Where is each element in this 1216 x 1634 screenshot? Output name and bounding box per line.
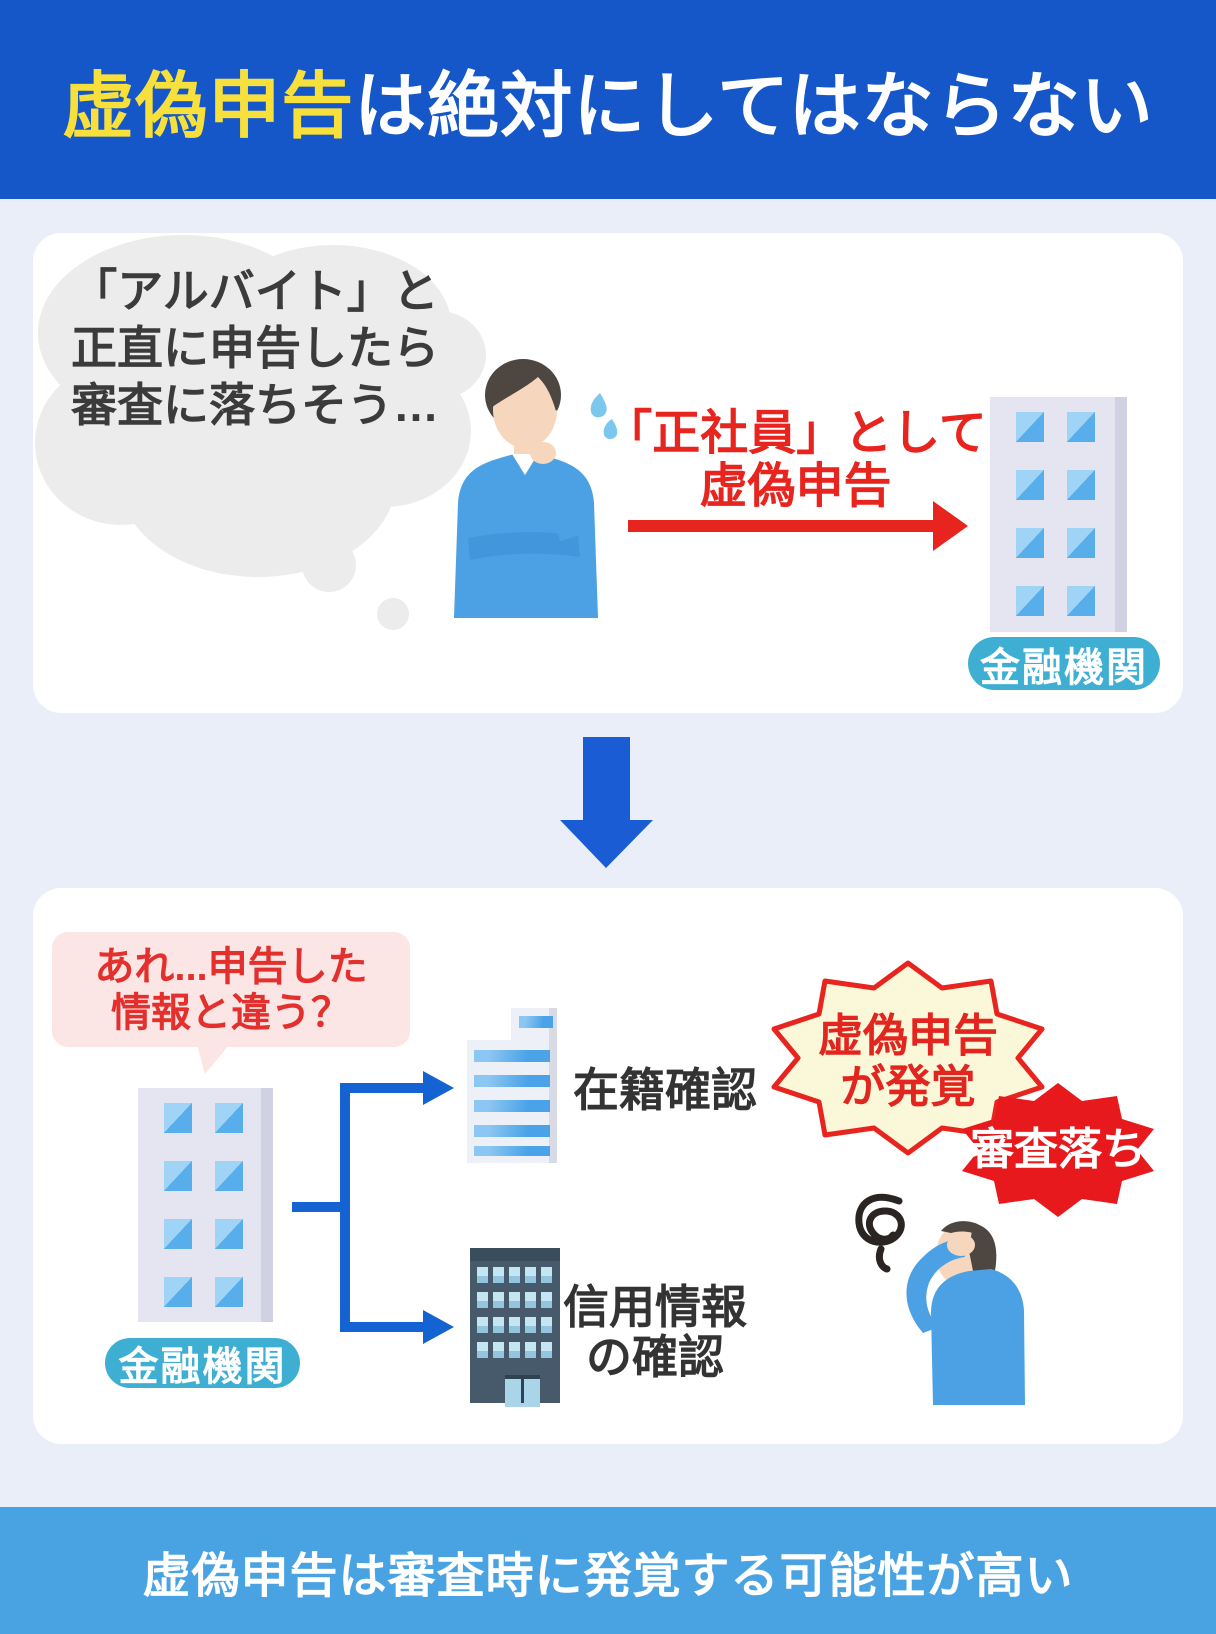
- bank-speech-bubble: あれ...申告した 情報と違う？: [52, 932, 410, 1047]
- thought-line: 正直に申告したら: [71, 322, 439, 374]
- building-window-stripe: [474, 1050, 550, 1062]
- false-declaration-line: 虚偽申告: [699, 460, 892, 513]
- building-windows: [1016, 412, 1095, 616]
- credit-check-line: の確認: [586, 1331, 724, 1383]
- building-shadow-edge: [261, 1088, 273, 1322]
- discovery-burst-line: 虚偽申告: [817, 1010, 998, 1061]
- header-banner: 虚偽申告は絶対にしてはならない: [0, 0, 1216, 199]
- enrollment-check-label: 在籍確認: [573, 1064, 757, 1116]
- thought-line: 「アルバイト」と: [71, 265, 439, 317]
- thinking-person-illustration: [454, 359, 618, 618]
- building-window-stripe: [474, 1075, 550, 1087]
- branch-connector-arrows: [292, 1071, 454, 1344]
- credit-bureau-building-icon: [470, 1248, 560, 1407]
- distressed-person-illustration: [855, 1193, 1025, 1405]
- scene-false-declaration-card: 「アルバイト」と 正直に申告したら 審査に落ちそう… 「正社員」として 虚偽申告: [33, 233, 1183, 713]
- building-window-stripe: [474, 1100, 550, 1112]
- building-windows: [164, 1103, 243, 1307]
- rejection-burst-text: 審査落ち: [970, 1125, 1146, 1174]
- page-title-rest: は絶対にしてはならない: [354, 67, 1154, 147]
- bank-building-icon: [138, 1088, 273, 1322]
- building-shadow-edge: [549, 1008, 557, 1163]
- page-title: 虚偽申告は絶対にしてはならない: [62, 47, 1153, 152]
- scene-verification-card: あれ...申告した 情報と違う？ 金融機関: [33, 888, 1183, 1444]
- down-arrow-icon: [560, 737, 653, 868]
- false-declaration-line: 「正社員」として: [604, 407, 987, 460]
- building-door: [505, 1375, 540, 1407]
- page-title-highlight: 虚偽申告: [62, 67, 355, 147]
- bank-building-icon: [990, 397, 1127, 632]
- building-window-stripe: [474, 1125, 550, 1137]
- thought-line: 審査に落ちそう…: [71, 379, 439, 431]
- building-shadow-edge: [1115, 397, 1127, 632]
- financial-institution-badge: 金融機関: [105, 1338, 300, 1389]
- credit-check-line: 信用情報: [563, 1281, 747, 1333]
- bubble-line: あれ...申告した: [94, 944, 368, 989]
- discovery-burst-text: 虚偽申告 が発覚: [808, 1010, 1008, 1112]
- discovery-burst-line: が発覚: [840, 1061, 976, 1112]
- thought-text: 「アルバイト」と 正直に申告したら 審査に落ちそう…: [60, 263, 450, 434]
- footer-message: 虚偽申告は審査時に発覚する可能性が高い: [142, 1549, 1074, 1603]
- discovery-burst-icon: [771, 960, 1154, 1217]
- thought-bubble-icon: [35, 235, 486, 630]
- footer-conclusion-bar: 虚偽申告は審査時に発覚する可能性が高い: [0, 1507, 1216, 1634]
- building-window-stripe: [519, 1016, 553, 1028]
- building-window-stripe: [474, 1146, 550, 1156]
- credit-check-label: 信用情報 の確認: [560, 1282, 750, 1382]
- bubble-line: 情報と違う？: [111, 990, 351, 1035]
- red-arrow-icon: [628, 501, 968, 551]
- building-windows: [477, 1267, 552, 1358]
- false-declaration-text: 「正社員」として 虚偽申告: [598, 407, 993, 513]
- frustration-scribble-icon: [855, 1193, 905, 1273]
- financial-institution-badge: 金融機関: [968, 637, 1160, 690]
- building-roof-band: [470, 1248, 560, 1261]
